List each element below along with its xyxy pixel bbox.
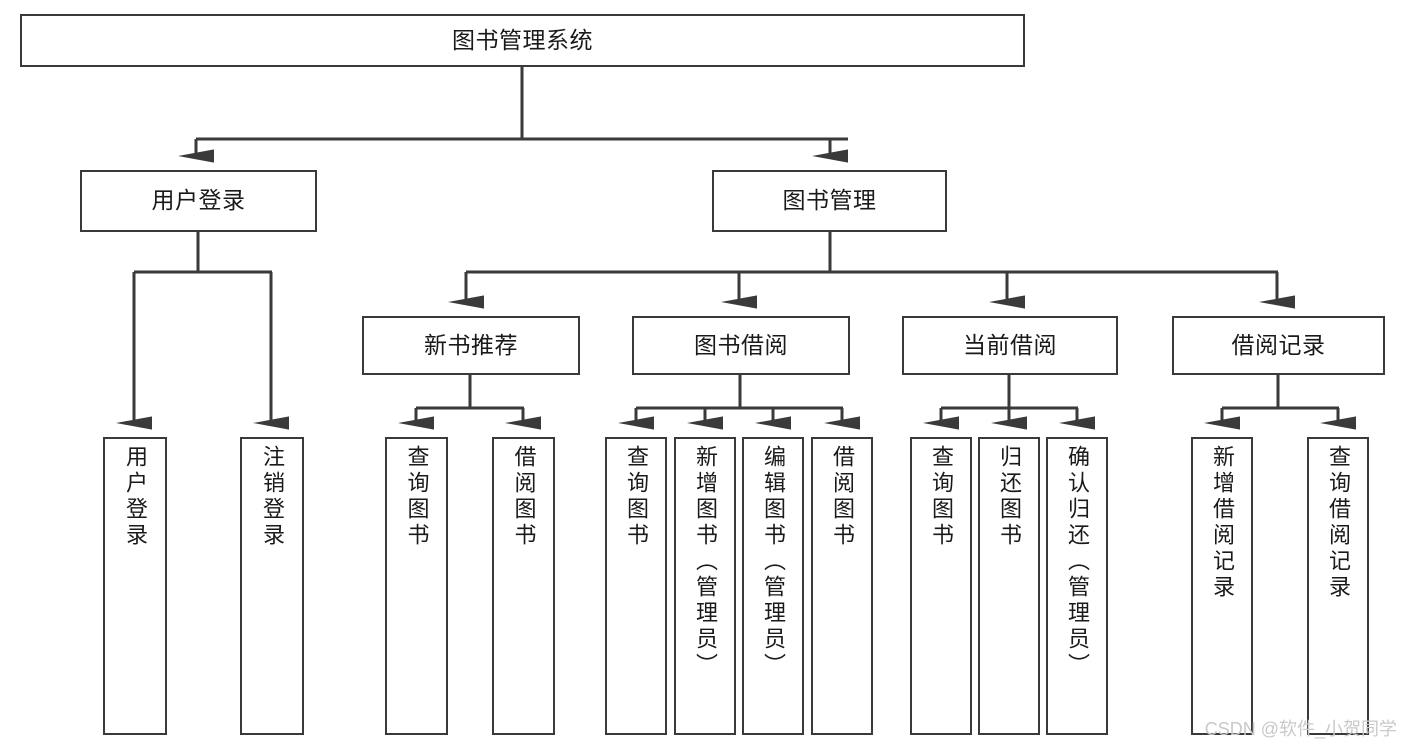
node-current-borrow-label: 当前借阅 <box>963 331 1057 358</box>
node-leaf-borrow-book-2-label: 借阅图书 <box>830 445 855 549</box>
node-leaf-edit-book-label: 编辑图书（管理员） <box>761 445 786 679</box>
node-leaf-add-book-label: 新增图书（管理员） <box>693 445 718 679</box>
node-borrow-record-label: 借阅记录 <box>1231 331 1326 358</box>
node-leaf-return-book-label: 归还图书 <box>997 445 1022 549</box>
node-leaf-query-book-1[interactable]: 查询图书 <box>385 437 448 735</box>
node-book-management[interactable]: 图书管理 <box>712 170 947 232</box>
node-leaf-user-login[interactable]: 用户登录 <box>103 437 167 735</box>
node-leaf-edit-book[interactable]: 编辑图书（管理员） <box>742 437 804 735</box>
node-leaf-query-book-3[interactable]: 查询图书 <box>910 437 972 735</box>
csdn-watermark: CSDN @软件_小贺同学 <box>1204 719 1397 739</box>
node-leaf-borrow-book-1[interactable]: 借阅图书 <box>492 437 555 735</box>
node-leaf-confirm-return-label: 确认归还（管理员） <box>1065 445 1090 679</box>
node-new-book-recommend-label: 新书推荐 <box>424 331 518 358</box>
node-leaf-return-book[interactable]: 归还图书 <box>978 437 1040 735</box>
node-user-login[interactable]: 用户登录 <box>80 170 317 232</box>
node-leaf-query-book-2-label: 查询图书 <box>624 445 649 549</box>
node-leaf-add-record[interactable]: 新增借阅记录 <box>1191 437 1253 735</box>
node-leaf-confirm-return[interactable]: 确认归还（管理员） <box>1046 437 1108 735</box>
node-leaf-borrow-book-1-label: 借阅图书 <box>511 445 537 549</box>
node-current-borrow[interactable]: 当前借阅 <box>902 316 1118 375</box>
node-leaf-query-book-3-label: 查询图书 <box>929 445 954 549</box>
node-leaf-add-book[interactable]: 新增图书（管理员） <box>674 437 736 735</box>
node-borrow-record[interactable]: 借阅记录 <box>1172 316 1385 375</box>
node-book-borrow[interactable]: 图书借阅 <box>632 316 850 375</box>
node-book-borrow-label: 图书借阅 <box>694 331 788 358</box>
node-leaf-user-logout-label: 注销登录 <box>260 445 285 549</box>
node-root[interactable]: 图书管理系统 <box>20 14 1025 67</box>
node-leaf-query-record-label: 查询借阅记录 <box>1326 445 1351 601</box>
node-leaf-borrow-book-2[interactable]: 借阅图书 <box>811 437 873 735</box>
node-leaf-query-record[interactable]: 查询借阅记录 <box>1307 437 1369 735</box>
node-root-label: 图书管理系统 <box>452 26 593 53</box>
node-new-book-recommend[interactable]: 新书推荐 <box>362 316 580 375</box>
node-user-login-label: 用户登录 <box>151 187 246 214</box>
node-book-management-label: 图书管理 <box>782 187 877 214</box>
node-leaf-user-login-label: 用户登录 <box>123 445 148 549</box>
node-leaf-query-book-1-label: 查询图书 <box>404 445 430 549</box>
node-leaf-query-book-2[interactable]: 查询图书 <box>605 437 667 735</box>
node-leaf-user-logout[interactable]: 注销登录 <box>240 437 304 735</box>
node-leaf-add-record-label: 新增借阅记录 <box>1210 445 1235 601</box>
